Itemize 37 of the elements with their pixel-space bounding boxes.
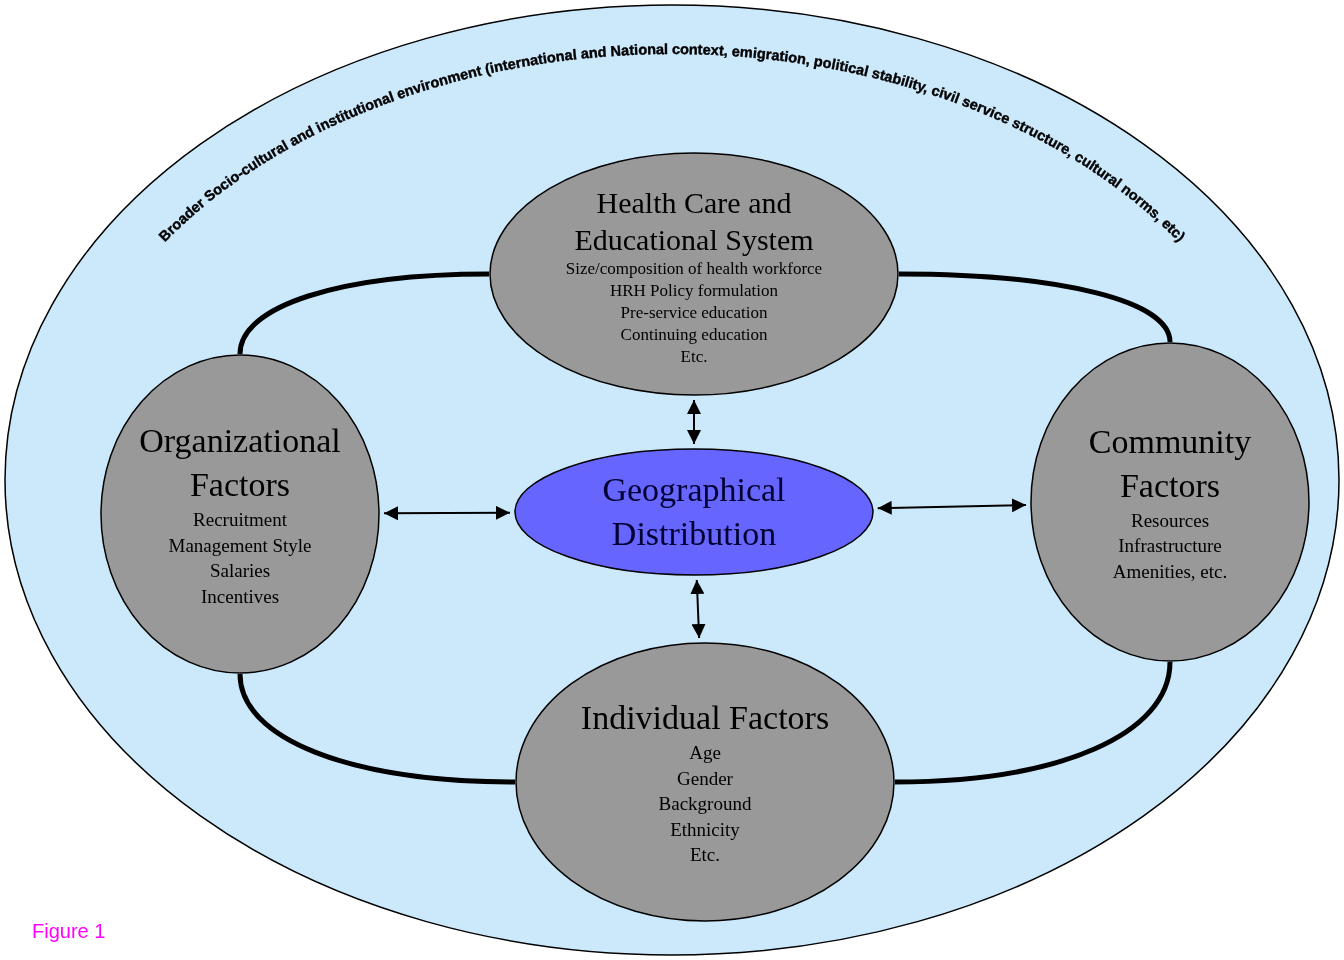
node-item: Gender — [677, 766, 733, 791]
node-item: Size/composition of health workforce — [565, 258, 823, 280]
node-item: Incentives — [200, 584, 280, 609]
node-heading: Health Care and Educational System — [573, 185, 815, 258]
node-item: Management Style — [168, 533, 312, 558]
node-heading: Geographical Distribution — [601, 470, 787, 554]
node-heading: Individual Factors — [580, 698, 830, 739]
node-heading: Community Factors — [1087, 421, 1253, 506]
node-item: Salaries — [209, 559, 271, 583]
double-arrow — [687, 399, 701, 445]
connector-line — [237, 271, 490, 355]
double-arrow — [690, 579, 706, 640]
node-item: HRH Policy formulation — [609, 280, 779, 302]
factor-ellipse — [515, 642, 895, 922]
double-arrow — [876, 498, 1027, 515]
node-item: Recruitment — [193, 508, 287, 532]
node-heading: Organizational Factors — [138, 421, 342, 505]
connector-line — [237, 673, 516, 785]
environment-ellipse — [4, 4, 1340, 956]
node-item: Infrastructure — [1118, 534, 1222, 559]
connector-line — [894, 661, 1173, 785]
factor-ellipse — [489, 152, 899, 396]
node-item: Background — [658, 792, 752, 817]
double-arrow — [383, 505, 511, 521]
node-item: Resources — [1130, 508, 1210, 533]
factor-ellipse — [1030, 342, 1310, 662]
connector-line — [898, 271, 1173, 343]
caption: Figure 1 — [32, 920, 106, 943]
node-item: Etc. — [680, 346, 708, 368]
node-item: Continuing education — [620, 324, 768, 346]
node-item: Pre-service education — [620, 302, 768, 324]
node-item: Age — [689, 741, 721, 766]
node-item: Amenities, etc. — [1112, 559, 1228, 584]
node-item: Ethnicity — [670, 817, 740, 842]
factor-ellipse — [100, 354, 380, 674]
factor-ellipse — [514, 448, 874, 576]
node-item: Etc. — [689, 843, 721, 868]
